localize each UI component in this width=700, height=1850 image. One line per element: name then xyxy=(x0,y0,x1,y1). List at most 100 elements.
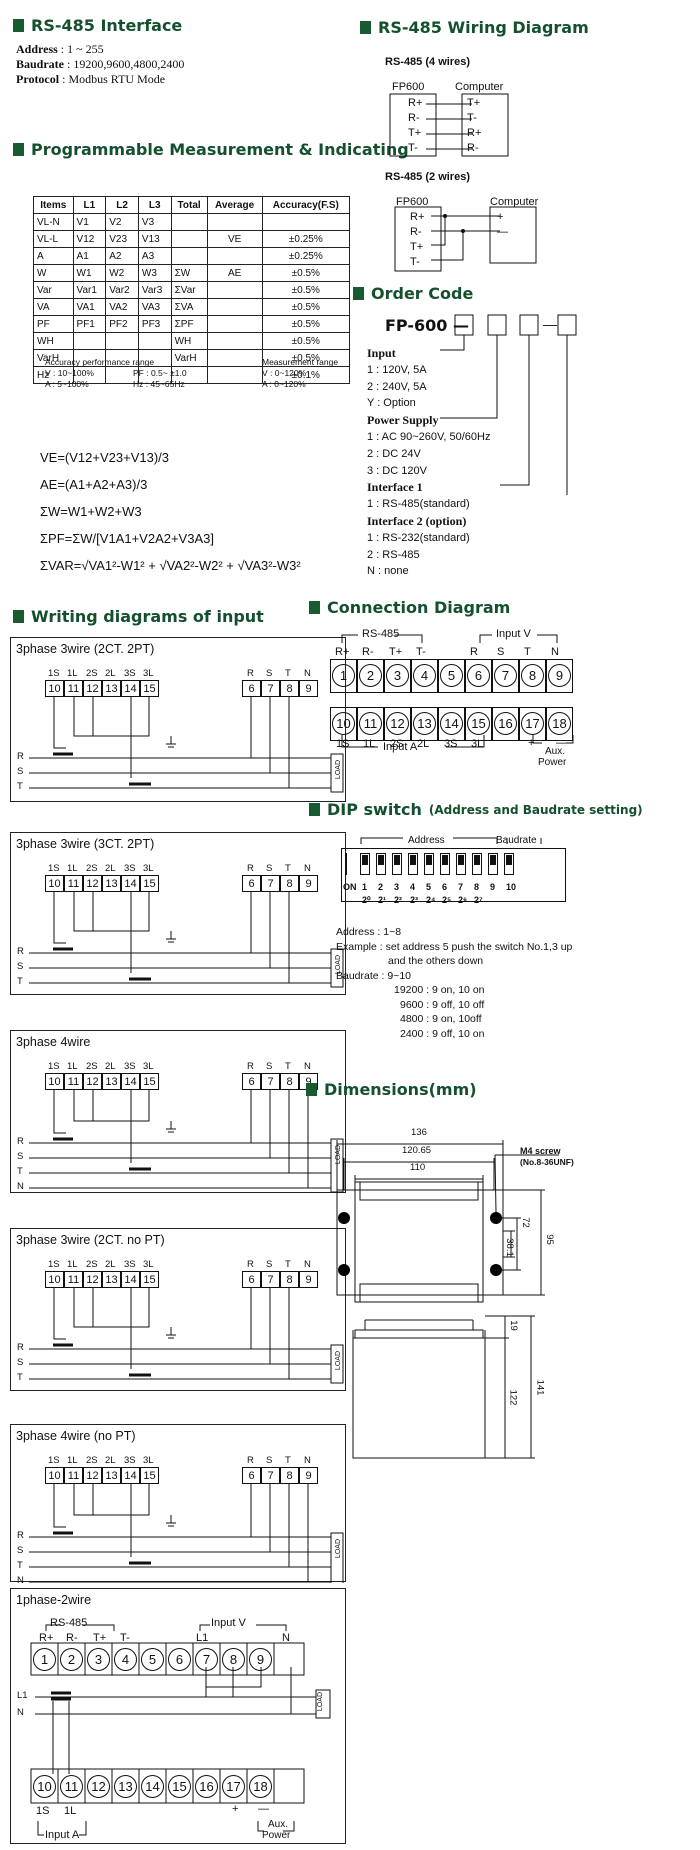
measurement-cell: ΣPF xyxy=(170,315,208,333)
input-a-label: Input A xyxy=(45,1829,80,1841)
on-arrow-icon xyxy=(345,853,347,875)
order-option: Y : Option xyxy=(367,397,416,410)
dip-switch-5[interactable] xyxy=(424,853,434,875)
terminal-circle: 9 xyxy=(548,664,571,687)
measurement-cell xyxy=(170,213,208,231)
phase-line-label: R xyxy=(17,946,24,957)
voltage-terminal-label: R xyxy=(247,668,254,679)
measurement-cell: ±0.25% xyxy=(261,247,351,265)
measurement-cell: VE xyxy=(206,230,263,248)
wiring-lines xyxy=(29,1090,344,1193)
terminal-cell xyxy=(330,707,357,741)
aux-plus: + xyxy=(528,737,535,749)
mr-v: V : 0~120% xyxy=(262,368,307,378)
dim-38-1: 38.1 xyxy=(503,1238,515,1257)
dip-switch-7[interactable] xyxy=(456,853,466,875)
terminal-cell xyxy=(465,707,492,741)
voltage-terminal: 9 xyxy=(299,1467,318,1484)
current-terminal-label: 1L xyxy=(67,668,78,679)
current-terminal-label: 3S xyxy=(124,1455,136,1466)
voltage-terminal-label: S xyxy=(266,1061,273,1072)
dip-switch-1[interactable] xyxy=(360,853,370,875)
col-header: Items xyxy=(33,196,74,214)
dip-switch-8[interactable] xyxy=(472,853,482,875)
voltage-terminal: 7 xyxy=(261,1073,280,1090)
terminal-circle: 6 xyxy=(467,664,490,687)
voltage-terminal-label: N xyxy=(304,1061,311,1072)
dip-switch-9[interactable] xyxy=(488,853,498,875)
dip-switch-6[interactable] xyxy=(440,853,450,875)
connection-top-label: T- xyxy=(416,646,426,658)
rs485-label: RS-485 xyxy=(50,1617,88,1629)
dip-switch-3[interactable] xyxy=(392,853,402,875)
voltage-terminal-label: S xyxy=(266,1455,273,1466)
phase-line-label: T xyxy=(17,1560,23,1571)
dip-switch-10[interactable] xyxy=(504,853,514,875)
input-v-label: Input V xyxy=(496,628,531,640)
order-options: Input 1 : 120V, 5A 2 : 240V, 5A Y : Opti… xyxy=(367,345,490,580)
dip-power: 2¹ xyxy=(378,895,387,905)
dip-switch-4[interactable] xyxy=(408,853,418,875)
voltage-terminal: 6 xyxy=(242,875,261,892)
dip-switch-knob xyxy=(458,855,464,865)
accuracy-notes: Accuracy performance range V : 10~100% P… xyxy=(45,357,345,389)
measurement-cell: PF1 xyxy=(72,315,107,333)
diagram-1phase-2wire: 1phase-2wire RS-485 Input V R+ R- T+ T- … xyxy=(10,1588,346,1844)
current-terminal-label: 1S xyxy=(48,668,60,679)
heading-marker-icon xyxy=(353,287,364,300)
current-terminal-label: 2S xyxy=(86,1061,98,1072)
terminal-circle: 8 xyxy=(521,664,544,687)
current-terminal: 11 xyxy=(64,680,83,697)
measurement-cell: A3 xyxy=(137,247,172,265)
current-terminal-label: 3L xyxy=(143,1259,154,1270)
measurement-title: Programmable Measurement & Indicating xyxy=(31,140,409,159)
terminal-circle: 10 xyxy=(332,712,355,735)
order-option: 1 : RS-232(standard) xyxy=(367,531,470,544)
interface2-group-label: Interface 2 (option) xyxy=(367,513,467,528)
current-terminal-label: 1L xyxy=(67,863,78,874)
diagram-title: 3phase 3wire (2CT. 2PT) xyxy=(16,642,155,656)
r-minus-label: R- xyxy=(66,1632,78,1644)
aux-label: Aux. xyxy=(545,746,566,757)
phase-line-label: R xyxy=(17,1136,24,1147)
terminal-circle: 16 xyxy=(494,712,517,735)
voltage-terminal: 7 xyxy=(261,1271,280,1288)
computer-label: Computer xyxy=(455,81,504,93)
voltage-terminal-label: T xyxy=(285,1061,291,1072)
current-terminal-label: 2S xyxy=(86,1455,98,1466)
measurement-cell: PF2 xyxy=(105,315,139,333)
voltage-terminal: 6 xyxy=(242,1073,261,1090)
current-terminal: 11 xyxy=(64,1467,83,1484)
address-value: 1 ~ 255 xyxy=(67,42,104,56)
computer-label: Computer xyxy=(490,196,539,208)
terminal-cell xyxy=(465,659,492,693)
dip-note: Example : set address 5 push the switch … xyxy=(336,940,573,953)
current-terminal: 14 xyxy=(121,1271,140,1288)
terminal-circle: 3 xyxy=(87,1648,110,1671)
current-terminal-label: 2L xyxy=(105,668,116,679)
phase-line-label: S xyxy=(17,766,24,777)
line-n-label: N xyxy=(17,1707,24,1718)
wiring-lines xyxy=(29,892,344,988)
current-terminal: 10 xyxy=(45,680,64,697)
measurement-cell xyxy=(261,213,351,231)
current-terminal: 13 xyxy=(102,1271,121,1288)
phase-line-label: N xyxy=(17,1181,24,1192)
measurement-cell: W1 xyxy=(72,264,107,282)
terminal-circle: 18 xyxy=(548,712,571,735)
1s-label: 1S xyxy=(36,1805,50,1817)
dip-switch-knob xyxy=(474,855,480,865)
voltage-terminal-label: R xyxy=(247,1061,254,1072)
terminal-cell xyxy=(411,659,438,693)
measurement-cell: Var xyxy=(33,281,74,299)
order-option: 1 : RS-485(standard) xyxy=(367,498,470,511)
voltage-terminal: 6 xyxy=(242,680,261,697)
current-terminal: 15 xyxy=(140,875,159,892)
measurement-cell: A xyxy=(33,247,74,265)
current-terminal-label: 2L xyxy=(105,1061,116,1072)
current-terminal-label: 2L xyxy=(105,1455,116,1466)
order-option: 2 : RS-485 xyxy=(367,548,420,561)
dip-switch-2[interactable] xyxy=(376,853,386,875)
heading-marker-icon xyxy=(306,1083,317,1096)
